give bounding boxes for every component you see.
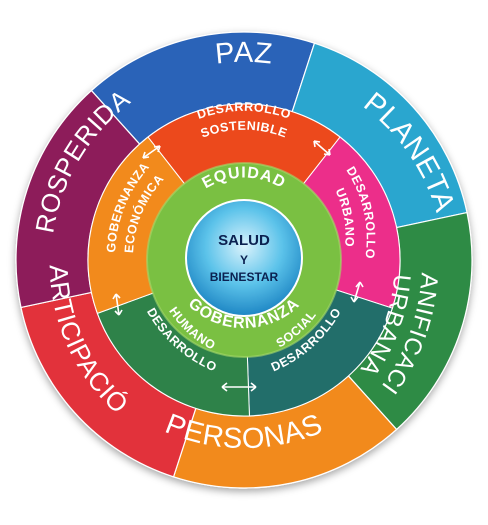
core-label-y: Y xyxy=(240,253,248,267)
core-label-bienestar: BIENESTAR xyxy=(210,270,279,284)
arrow-dsoc-dh-head1 xyxy=(221,382,228,392)
arrow-du-dsoc-head2 xyxy=(350,296,359,303)
inner-ring-highlight xyxy=(146,162,342,358)
arrow-ge-ds-head1 xyxy=(142,151,150,159)
arrow-ds-du-head1 xyxy=(313,140,321,148)
arrow-du-dsoc xyxy=(353,281,361,303)
wheel-rings xyxy=(15,31,473,489)
arrow-dh-ge-head1 xyxy=(112,293,121,300)
arrow-ge-ds xyxy=(142,145,161,159)
arrow-dh-ge-head2 xyxy=(114,309,123,316)
core-circle xyxy=(185,199,303,317)
arrow-du-dsoc-head1 xyxy=(355,281,364,288)
arrow-ds-du-head2 xyxy=(323,148,331,156)
arrow-ge-ds-head2 xyxy=(153,145,161,153)
arrow-dsoc-dh-head2 xyxy=(250,382,257,392)
middle-ring xyxy=(87,103,401,417)
core-label-salud: SALUD xyxy=(218,232,270,249)
arrow-ds-du xyxy=(313,140,331,156)
connector-arrows xyxy=(112,140,364,392)
outer-label-paz: PAZ xyxy=(214,37,274,71)
arrow-dh-ge xyxy=(115,293,120,316)
